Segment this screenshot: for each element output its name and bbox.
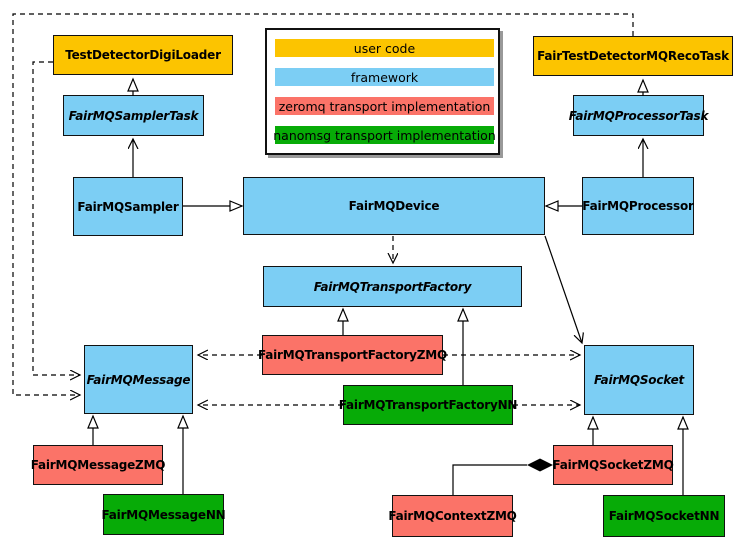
class-box-fairmqmessage: FairMQMessage — [84, 345, 193, 414]
class-box-fairmqdevice: FairMQDevice — [243, 177, 545, 235]
class-box-fairmqsocketnn: FairMQSocketNN — [603, 495, 725, 537]
class-box-testdetectordigiloader: TestDetectorDigiLoader — [53, 35, 233, 75]
class-box-fairmqmessagezmq: FairMQMessageZMQ — [31, 445, 166, 485]
composition-diamond-icon — [527, 458, 553, 472]
class-box-fairmqsamplertask: FairMQSamplerTask — [63, 95, 204, 136]
class-box-fairmqtransportfactory: FairMQTransportFactory — [263, 266, 522, 307]
class-box-fairmqcontextzmq: FairMQContextZMQ — [388, 495, 517, 537]
legend-item-nanomsg: nanomsg transport implementation — [273, 126, 496, 144]
legend-item-framework: framework — [275, 68, 494, 86]
class-box-fairmqtransportfactoryzmq: FairMQTransportFactoryZMQ — [258, 335, 447, 375]
class-box-fairmqsocketzmq: FairMQSocketZMQ — [552, 445, 674, 485]
class-box-fairmqprocessortask: FairMQProcessorTask — [569, 95, 708, 136]
legend: user code framework zeromq transport imp… — [265, 28, 500, 155]
composition-line-contextzmq-socketzmq — [452, 464, 527, 495]
class-box-fairmqsampler: FairMQSampler — [73, 177, 183, 236]
legend-item-user-code: user code — [275, 39, 494, 57]
class-box-fairmqsocket: FairMQSocket — [584, 345, 694, 415]
class-box-fairmqprocessor: FairMQProcessor — [582, 177, 694, 235]
association-arrow-device-socket — [544, 235, 582, 343]
class-box-fairtestdetectormqrecotask: FairTestDetectorMQRecoTask — [533, 36, 733, 76]
legend-item-zeromq: zeromq transport implementation — [275, 97, 494, 115]
class-box-fairmqmessagenn: FairMQMessageNN — [101, 494, 226, 535]
class-box-fairmqtransportfactorynn: FairMQTransportFactoryNN — [339, 385, 517, 425]
